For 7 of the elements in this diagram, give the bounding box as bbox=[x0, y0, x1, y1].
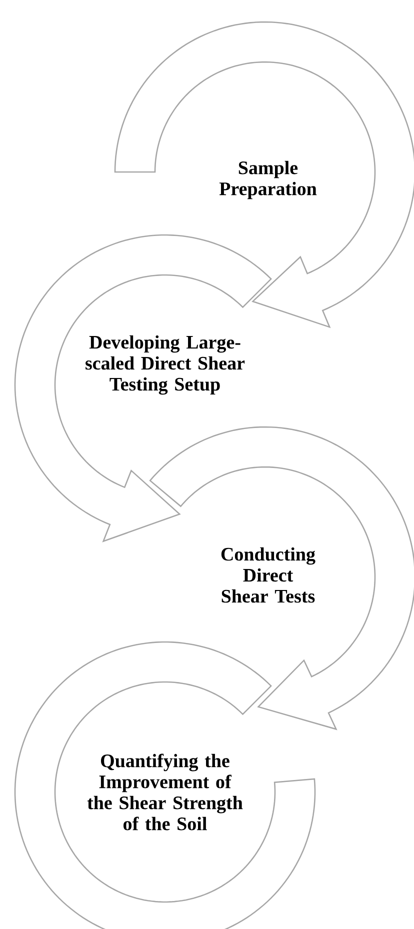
circular-arrow bbox=[114, 21, 414, 328]
circular-band: Quantifying the Improvement of the Shear Strength of the Soil bbox=[14, 641, 316, 929]
circular-arrow bbox=[14, 234, 272, 542]
step-text: Conducting Direct Shear Tests bbox=[221, 547, 316, 603]
circular-arrow bbox=[149, 426, 414, 730]
step-text: Developing Large-scaled Direct Shear Testing Setup bbox=[86, 335, 245, 395]
step-text: Sample Preparation bbox=[219, 160, 317, 200]
